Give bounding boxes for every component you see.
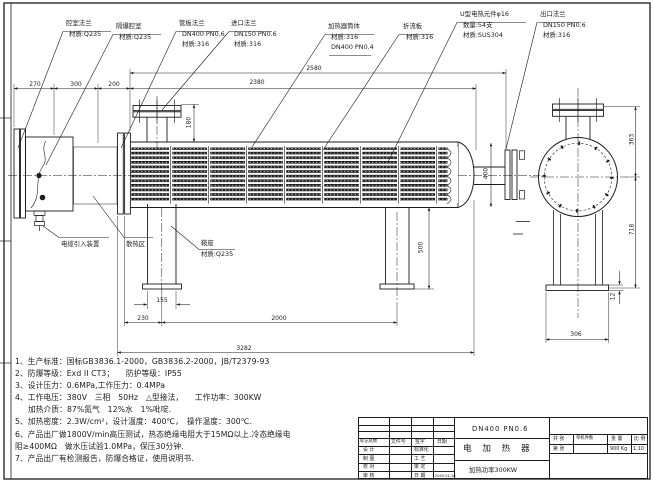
outlet-nozzle: [474, 149, 530, 235]
tb-unit-parts: 单机件数: [576, 436, 594, 441]
dim-200: 200: [108, 80, 120, 88]
dim-718: 718: [628, 223, 636, 236]
leader-lines: [17, 22, 581, 250]
note-line: 2、防爆等级：Exd II CT3； 防护等级：IP55: [15, 369, 182, 379]
dim-230: 230: [137, 315, 149, 322]
rev-col-sign: 签字: [415, 438, 425, 445]
dim-400: 400: [482, 167, 490, 180]
title-block: 标记处数 文件号 签字 日期 设 计 标准化 制 图 工 艺 校 对 审 定 审…: [358, 417, 648, 479]
note-line: 1、生产标准：国标GB3836.1-2000，GB3836.2-2000，JB/…: [15, 357, 270, 366]
callout-material: 材质:Q235: [119, 32, 152, 41]
dim-155: 155: [156, 296, 168, 304]
callout-baffle: 折流板 材质:316: [403, 21, 433, 42]
dim-2580: 2580: [306, 64, 322, 72]
dim-306: 306: [570, 331, 582, 338]
rev-col-mark: 标记处数: [360, 438, 378, 444]
callout-title: 腔室法兰: [66, 19, 92, 27]
callout-chamber-flange: 腔室法兰 材质:Q235: [66, 18, 101, 39]
callout-material: 材质:Q235: [69, 29, 102, 38]
dim-2380: 2380: [249, 79, 265, 86]
technical-notes: 1、生产标准：国标GB3836.1-2000，GB3836.2-2000，JB/…: [15, 356, 361, 465]
callout-saddle: 鞍座 材质:Q235: [201, 238, 233, 259]
tb-approve-label: 审 定: [414, 464, 426, 470]
dim-363: 363: [628, 133, 636, 146]
callout-title: 电缆引入装置: [61, 240, 100, 248]
callout-title: 加热器筒体: [328, 22, 360, 30]
note-line: 7、产品出厂有检测报告，防爆合格证，使用说明书.: [15, 453, 194, 463]
dim-12: 12: [609, 292, 617, 301]
tb-sheet-no: 第 张: [553, 445, 565, 452]
callout-heater-shell: 加热器筒体 材质:316 DN400 PN0.4: [328, 21, 374, 53]
dim-2000: 2000: [271, 315, 287, 322]
callout-spec: DN400 PN0.6: [182, 29, 225, 38]
callout-material: 材质:316: [331, 32, 359, 41]
callout-title: 管板法兰: [179, 19, 205, 27]
note-line: 4、工作电压：380V 三相 50Hz △型接法， 工作功率：300KW: [15, 393, 262, 403]
dim-270: 270: [29, 80, 41, 88]
main-view: [8, 96, 540, 304]
callout-title: 鞍座: [201, 239, 214, 247]
callout-title: U型电热元件φ16: [460, 10, 509, 18]
left-saddle: [142, 204, 182, 292]
callout-cable-entry: 电缆引入装置: [61, 239, 99, 250]
callout-spec: DN400 PN0.4: [331, 43, 374, 52]
callout-u-heating-element: U型电热元件φ16 数量:54支 材质:SUS304: [460, 9, 509, 41]
callout-material: 材质:Q235: [201, 249, 234, 258]
callout-flameproof-chamber: 隔爆腔室 材质:Q235: [116, 21, 151, 42]
callout-material: 材质:316: [406, 32, 434, 41]
callout-tubesheet-flange: 管板法兰 DN400 PN0.6 材质:316: [179, 18, 225, 50]
product-model: DN400 PN0.6: [472, 425, 529, 433]
callout-material: 材质:316: [182, 40, 210, 49]
tb-scale-value: 1:10: [633, 445, 644, 452]
tb-scale-label: 比 例: [634, 436, 646, 442]
tb-date-value: 2005.01.10: [435, 473, 456, 478]
tb-check-label: 校 对: [363, 464, 375, 470]
callout-title: 散热区: [126, 240, 146, 248]
callout-inlet-flange: 进口法兰 DN150 PN0.6 材质:316: [231, 18, 277, 50]
dim-300: 300: [70, 80, 82, 88]
tb-design-label: 设 计: [363, 447, 375, 453]
dim-3282: 3282: [236, 344, 252, 352]
inlet-nozzle: [132, 96, 182, 148]
callout-heat-dissipation-zone: 散热区: [126, 239, 145, 250]
tb-sheets-total: 共 张: [553, 436, 565, 442]
rev-col-date: 日期: [437, 438, 447, 445]
tb-weight-label: 重 量: [611, 436, 623, 442]
note-line: 阻≥400MΩ 做水压试验1.0MPa，保压30分钟.: [15, 441, 184, 451]
right-support-leg: [379, 207, 415, 304]
callout-material: 材质:SUS304: [463, 31, 503, 40]
callout-title: 折流板: [403, 22, 423, 30]
callout-material: 材质:316: [543, 31, 571, 40]
note-line: 6、产品出厂做1800V/min高压测试，热态绝缘电阻大于15MΩ以上.冷态绝缘…: [15, 429, 291, 439]
callout-title: 进口法兰: [231, 19, 257, 27]
note-line: 加热介质：87%氮气 12%水 1%吡啶.: [28, 405, 172, 415]
callout-outlet-flange: 出口法兰 DN150 PN0.6 材质:316: [540, 9, 586, 41]
dim-500: 500: [417, 241, 425, 254]
tb-standardization-label: 标准化: [414, 447, 429, 453]
dim-180: 180: [185, 116, 193, 129]
tb-weight-value: 900 Kg: [610, 445, 628, 452]
note-line: 3、设计压力：0.6MPa,工作压力：0.4MPa: [15, 381, 166, 391]
note-line: 5、加热密度：2.3W/cm²，设计温度：400℃， 操作温度：300℃.: [15, 417, 253, 427]
tb-date-label: 日 期: [414, 472, 426, 479]
callout-quantity: 数量:54支: [463, 20, 493, 29]
tb-process-label: 工 艺: [414, 455, 426, 462]
product-name: 电 加 热 器: [463, 444, 534, 454]
baffles: [169, 146, 439, 204]
callout-spec: DN150 PN0.6: [543, 20, 586, 29]
tb-audit-label: 审 核: [363, 472, 375, 479]
dimension-lines: [13, 69, 640, 356]
product-power: 加热功率300KW: [469, 466, 518, 474]
callout-material: 材质:316: [234, 40, 262, 49]
side-view: [530, 88, 627, 318]
tb-draft-label: 制 图: [363, 455, 375, 462]
callout-title: 出口法兰: [540, 10, 566, 18]
callout-spec: DN150 PN0.6: [234, 29, 277, 38]
callout-title: 隔爆腔室: [116, 22, 142, 30]
rev-col-docno: 文件号: [391, 438, 406, 445]
